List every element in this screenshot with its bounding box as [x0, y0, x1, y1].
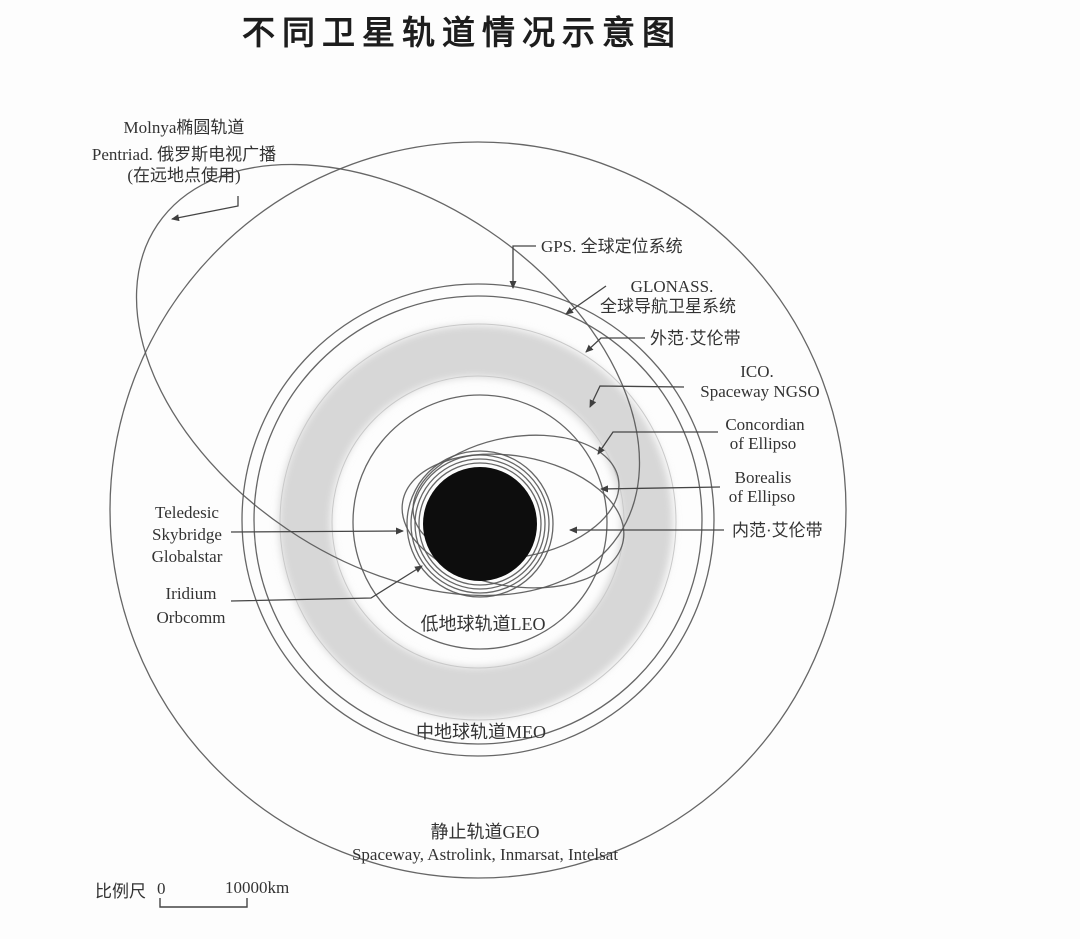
gps-leader-arrow: [509, 245, 536, 289]
ico-label-line1: ICO.: [740, 362, 774, 381]
inner-van-allen-label: 内范·艾伦带: [732, 521, 823, 540]
molniya-ellipse-orbit: [135, 163, 641, 597]
outer-van-allen-inner-edge: [331, 375, 625, 669]
geo-region-label-line2: Spaceway, Astrolink, Inmarsat, Intelsat: [352, 845, 618, 864]
glonass-leader-arrow: [565, 285, 607, 315]
geo-region-label-line1: 静止轨道GEO: [431, 822, 540, 842]
leo-ring-2: [414, 458, 546, 590]
borealis-label-line1: Borealis: [735, 468, 792, 487]
page-title: 不同卫星轨道情况示意图: [242, 14, 682, 52]
borealis-leader-arrow: [600, 485, 721, 493]
teledesic-label-line1: Teledesic: [155, 503, 219, 522]
gps-orbit-circle: [241, 283, 715, 757]
concordian-label-line1: Concordian: [725, 415, 805, 434]
iridium-label-line2: Orbcomm: [157, 608, 226, 627]
scale-distance-label: 10000km: [225, 878, 289, 897]
molniya-leader-arrow: [171, 196, 239, 222]
molniya-label-line2: Pentriad. 俄罗斯电视广播: [92, 145, 276, 164]
outer-van-allen-leader-arrow: [585, 337, 645, 353]
outer-van-allen-label: 外范·艾伦带: [650, 329, 741, 348]
concordian-label-line2: of Ellipso: [730, 434, 797, 453]
concordian-leader-arrow: [597, 431, 718, 455]
gps-label: GPS. 全球定位系统: [541, 237, 683, 256]
meo-region-label: 中地球轨道MEO: [416, 722, 546, 742]
leo-ring-1: [418, 462, 542, 586]
teledesic-label-line3: Globalstar: [152, 547, 223, 566]
outer-van-allen-outer-edge: [279, 323, 677, 721]
ico-leader-arrow: [589, 385, 685, 408]
earth-disk: [423, 467, 537, 581]
geo-orbit-circle: [109, 141, 847, 879]
leo-ring-4: [406, 450, 554, 598]
outer-van-allen-belt-band: [279, 325, 673, 719]
ico-label-line2: Spaceway NGSO: [700, 382, 819, 401]
iridium-label-line1: Iridium: [166, 584, 217, 603]
teledesic-label-line2: Skybridge: [152, 525, 222, 544]
scale-zero-label: 0: [157, 879, 166, 898]
molniya-label-line3: (在远地点使用): [127, 165, 240, 185]
glonass-label-line2: 全球导航卫星系统: [600, 297, 736, 316]
leo-ring-3: [410, 454, 550, 594]
ico-orbit-circle: [352, 394, 608, 650]
scale-label: 比例尺: [95, 882, 146, 901]
iridium-leader-arrow: [230, 565, 423, 602]
borealis-label-line2: of Ellipso: [729, 487, 796, 506]
glonass-orbit-circle: [253, 295, 703, 745]
leo-region-label: 低地球轨道LEO: [421, 614, 546, 634]
teledesic-leader-arrow: [230, 527, 404, 535]
glonass-label-line1: GLONASS.: [631, 277, 714, 296]
scale-bar: [159, 898, 248, 908]
molniya-label-line1: Molnya椭圆轨道: [124, 118, 245, 137]
